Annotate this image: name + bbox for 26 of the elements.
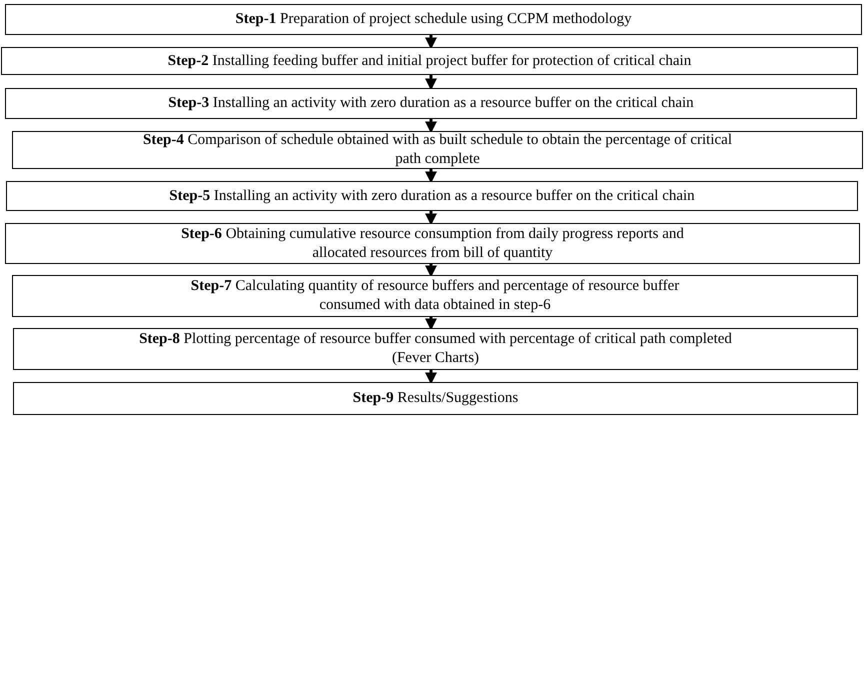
step-box [12,275,858,317]
arrow [425,119,437,134]
arrow [425,370,437,384]
step-box [12,131,863,169]
step-box [5,223,860,264]
step-text: Step-4 Comparison of schedule obtained with as built schedule to obtain the percentage of critical path complete [142,131,733,169]
step-box [13,328,858,370]
step-box [13,382,858,415]
step-box [5,4,862,35]
arrow [425,75,437,90]
step-text: Step-2 Installing feeding buffer and initial project buffer for protection of critical chain [168,52,692,70]
step-text: Step-6 Obtaining cumulative resource consumption from daily progress reports and allocated resources from bill of quantity [180,224,685,262]
step-text: Step-3 Installing an activity with zero duration as a resource buffer on the critical chain [168,94,694,113]
step-text: Step-9 Results/Suggestions [352,389,518,408]
step-text: Step-5 Installing an activity with zero duration as a resource buffer on the critical chain [169,186,695,206]
arrow [425,211,437,226]
arrow [425,264,437,278]
step-text: Step-1 Preparation of project schedule using CCPM methodology [235,10,632,29]
step-box [6,181,858,211]
arrow [425,35,437,50]
step-box [5,88,857,119]
step-text: Step-8 Plotting percentage of resource buffer consumed with percentage of critical path completed (Fever Charts) [138,330,733,368]
step-box [1,47,858,75]
arrow [425,317,437,330]
arrow [425,169,437,184]
step-text: Step-7 Calculating quantity of resource buffers and percentage of resource buffer consumed with data obtained in step-6 [190,277,680,315]
